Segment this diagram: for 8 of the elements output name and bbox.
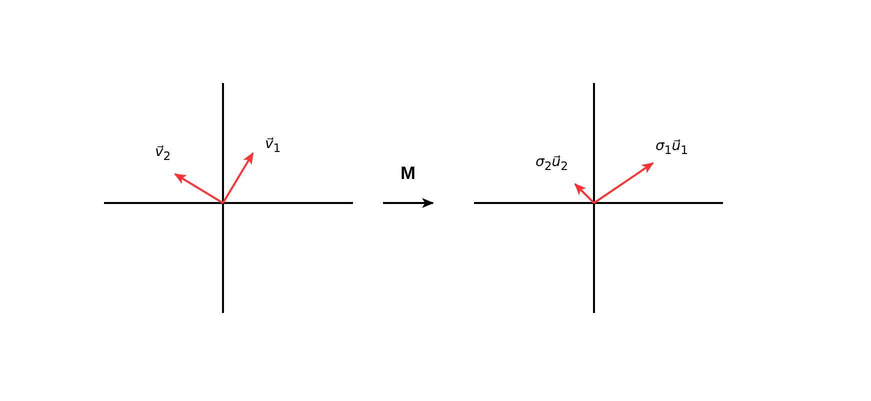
coordinate-axes xyxy=(104,83,353,313)
vector-label: σ$_{2}$u⃗$_{2}$ xyxy=(536,154,568,172)
vector-label: σ$_{1}$u⃗$_{1}$ xyxy=(656,138,688,156)
coordinate-axes xyxy=(474,83,723,313)
vector-label: v⃗$_{2}$ xyxy=(155,144,171,162)
arrow xyxy=(383,198,434,208)
edge-label: M xyxy=(400,164,416,182)
vector-label: v⃗$_{1}$ xyxy=(265,136,281,154)
